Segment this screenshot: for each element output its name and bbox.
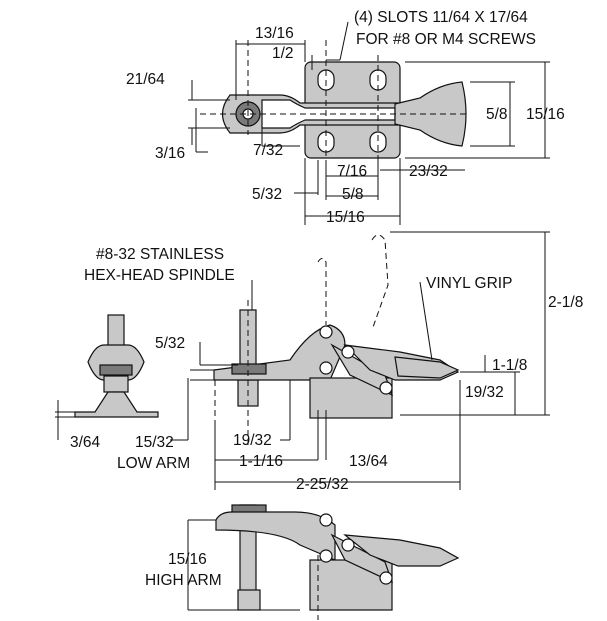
open-handle-phantom-1 <box>317 258 327 325</box>
dim-3-64: 3/64 <box>70 434 101 451</box>
high-arm-label: HIGH ARM <box>145 572 222 589</box>
dim-2-25-32: 2-25/32 <box>296 476 349 493</box>
pivot-2 <box>319 361 333 375</box>
low-arm-label: LOW ARM <box>117 455 190 472</box>
high-arm-hex <box>237 589 261 611</box>
slot-bottom-right <box>369 131 387 153</box>
dim-7-16: 7/16 <box>337 163 367 180</box>
end-view-hex <box>103 375 129 393</box>
spindle-label-line1: #8-32 STAINLESS <box>96 246 224 263</box>
high-arm-body <box>215 511 336 561</box>
dim-5-8-horizontal: 5/8 <box>342 186 364 203</box>
top-view <box>200 40 470 165</box>
end-view-nut <box>99 364 133 376</box>
high-arm-handle <box>343 534 460 567</box>
slots-note-line2: FOR #8 OR M4 SCREWS <box>356 31 536 48</box>
high-pivot-4 <box>379 571 393 585</box>
dim-15-32: 15/32 <box>135 434 174 451</box>
open-handle-phantom-2 <box>371 234 389 331</box>
dim-15-16-horizontal: 15/16 <box>326 209 365 226</box>
arm-nut-side <box>231 363 267 375</box>
high-pivot-1 <box>319 513 333 527</box>
end-view-base <box>74 391 159 418</box>
spindle-label-line2: HEX-HEAD SPINDLE <box>84 267 235 284</box>
side-view-high-arm <box>187 504 460 620</box>
dim-13-16: 13/16 <box>255 25 294 42</box>
high-pivot-3 <box>341 538 355 552</box>
dim-19-32: 19/32 <box>233 432 272 449</box>
dim-5-32-side: 5/32 <box>155 335 185 352</box>
vinyl-grip-side <box>394 356 460 379</box>
pivot-4 <box>379 381 393 395</box>
dim-1-2: 1/2 <box>272 45 294 62</box>
pivot-3 <box>341 345 355 359</box>
vinyl-grip-label: VINYL GRIP <box>426 275 512 292</box>
dim-2-1-8: 2-1/8 <box>548 294 583 311</box>
dim-23-32: 23/32 <box>409 163 448 180</box>
side-view-dimensions <box>55 231 550 490</box>
slots-note-line1: (4) SLOTS 11/64 X 17/64 <box>354 9 528 26</box>
dim-15-16-high-arm: 15/16 <box>168 551 207 568</box>
dim-15-16-vertical: 15/16 <box>526 106 565 123</box>
dim-1-1-16: 1-1/16 <box>239 453 283 470</box>
pivot-1 <box>319 325 333 339</box>
dim-21-64: 21/64 <box>126 71 165 88</box>
top-view-dimensions <box>188 21 550 225</box>
dim-1-1-8: 1-1/8 <box>492 357 527 374</box>
dim-19-32-right: 19/32 <box>465 384 504 401</box>
end-view <box>74 314 159 418</box>
dim-5-8-vertical: 5/8 <box>486 106 508 123</box>
dim-3-16: 3/16 <box>155 145 185 162</box>
dim-5-32-top: 5/32 <box>252 186 282 203</box>
side-view-low-arm <box>213 234 460 445</box>
dim-7-32: 7/32 <box>253 142 283 159</box>
labels: (4) SLOTS 11/64 X 17/64 FOR #8 OR M4 SCR… <box>70 9 583 589</box>
dim-13-64: 13/64 <box>349 453 388 470</box>
high-pivot-2 <box>319 549 333 563</box>
